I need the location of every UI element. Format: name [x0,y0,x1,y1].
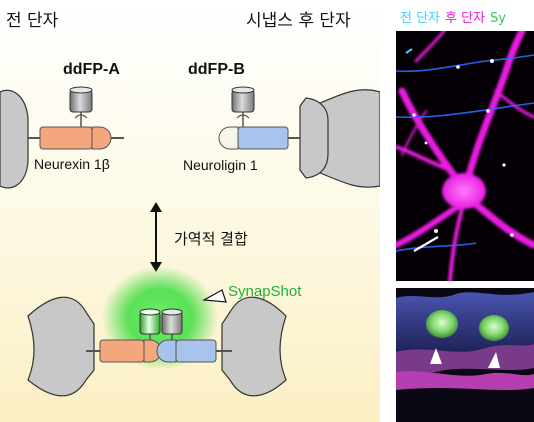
synapshot-pointer [202,289,227,303]
synapse-marker-left [430,348,442,364]
legend-post: 후 단자 [445,11,486,26]
neuroligin-body [237,126,289,150]
neuron-image-art [396,31,534,281]
postsynaptic-terminal-bottom [221,296,287,397]
ddfp-b-label: ddFP-B [188,61,245,78]
synapse-marker-right [488,352,500,368]
neuroligin-label: Neuroligin 1 [183,157,258,173]
presynaptic-header: 전 단자 [6,11,59,31]
ddfp-a-label: ddFP-A [63,61,120,78]
neurexin-label: Neurexin 1β [34,156,110,172]
reversible-binding-label: 가역적 결합 [174,230,248,248]
schematic-diagram [0,86,380,397]
synapse-3d-render [396,288,534,422]
neurexin-body [39,126,93,150]
image-legend: 전 단자 후 단자 Sy [400,7,506,26]
reversible-binding-arrow [150,202,162,272]
neuron-fluorescence-image [396,31,534,281]
synapse-render-art [396,292,534,422]
postsynaptic-header: 시냅스 후 단자 [246,11,351,31]
legend-syn: Sy [490,11,506,26]
presynaptic-terminal-top [0,89,29,189]
presynaptic-terminal-bottom [27,296,95,397]
synapshot-label: SynapShot [228,283,302,300]
legend-pre: 전 단자 [400,11,441,26]
